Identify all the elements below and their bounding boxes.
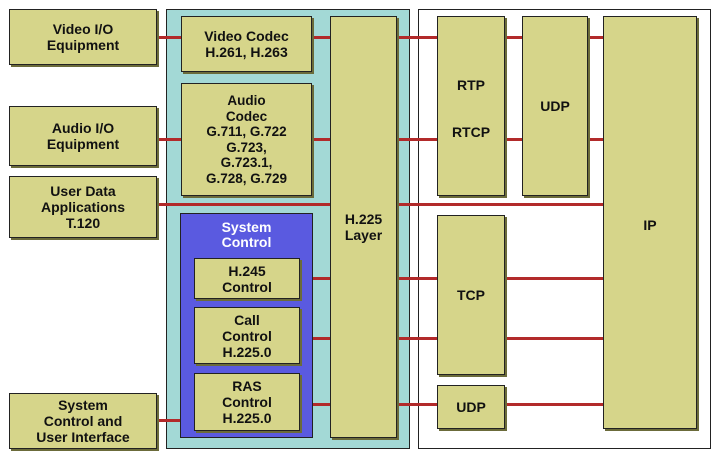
- audio-io-label: Audio I/O Equipment: [46, 120, 120, 152]
- link-video-codec-h225: [312, 36, 332, 39]
- ip-layer: IP: [603, 16, 697, 429]
- link-h225-tcp-2: [397, 337, 437, 340]
- h225-layer: H.225 Layer: [330, 16, 397, 438]
- link-h245-h225: [300, 277, 332, 280]
- link-udp-ip-1: [587, 36, 603, 39]
- link-rtp-udp: [505, 36, 523, 39]
- link-udp-ip-2: [587, 138, 603, 141]
- link-system-ui: [157, 419, 185, 422]
- udp-top: UDP: [522, 16, 588, 196]
- udp-bottom: UDP: [437, 385, 505, 429]
- ip-label: IP: [643, 217, 657, 233]
- link-audio-codec-h225: [312, 138, 332, 141]
- link-audio-io: [157, 138, 183, 141]
- user-data-applications: User Data Applications T.120: [9, 176, 157, 238]
- system-control-user-interface: System Control and User Interface: [9, 393, 157, 449]
- link-udp-bottom-ip: [505, 403, 603, 406]
- h225-layer-label: H.225 Layer: [344, 211, 383, 243]
- tcp: TCP: [437, 215, 505, 375]
- rtcp-label: RTCP: [451, 123, 491, 140]
- user-data-label: User Data Applications T.120: [40, 183, 125, 231]
- call-control-label: Call Control H.225.0: [222, 311, 272, 360]
- video-codec: Video Codec H.261, H.263: [181, 16, 312, 72]
- call-control: Call Control H.225.0: [194, 307, 300, 364]
- rtp-label: RTP: [457, 76, 485, 93]
- audio-codec: Audio Codec G.711, G.722 G.723, G.723.1,…: [181, 83, 312, 196]
- rtp-rtcp-block: RTP RTCP: [437, 16, 505, 196]
- udp-top-label: UDP: [540, 98, 570, 114]
- link-h225-tcp-1: [397, 277, 437, 280]
- link-call-h225: [300, 337, 332, 340]
- udp-bottom-label: UDP: [456, 399, 486, 415]
- link-ras-h225: [300, 403, 332, 406]
- link-rtcp-udp: [505, 138, 523, 141]
- video-codec-label: Video Codec H.261, H.263: [204, 28, 289, 60]
- ras-control: RAS Control H.225.0: [194, 373, 300, 431]
- ras-control-label: RAS Control H.225.0: [222, 378, 272, 426]
- tcp-label: TCP: [457, 287, 485, 303]
- link-h225-rtp: [397, 36, 437, 39]
- system-control-title: System Control: [221, 219, 272, 250]
- link-h225-rtcp: [397, 138, 437, 141]
- h245-control-label: H.245 Control: [222, 262, 272, 295]
- link-tcp-ip-1: [505, 277, 603, 280]
- link-tcp-ip-2: [505, 337, 603, 340]
- system-control-ui-label: System Control and User Interface: [36, 397, 130, 445]
- video-io-label: Video I/O Equipment: [46, 21, 120, 53]
- h245-control: H.245 Control: [194, 258, 300, 299]
- audio-codec-label: Audio Codec G.711, G.722 G.723, G.723.1,…: [205, 93, 288, 186]
- video-io-equipment: Video I/O Equipment: [9, 9, 157, 65]
- link-h225-udp-bottom: [397, 403, 437, 406]
- link-video-io: [157, 36, 183, 39]
- audio-io-equipment: Audio I/O Equipment: [9, 106, 157, 166]
